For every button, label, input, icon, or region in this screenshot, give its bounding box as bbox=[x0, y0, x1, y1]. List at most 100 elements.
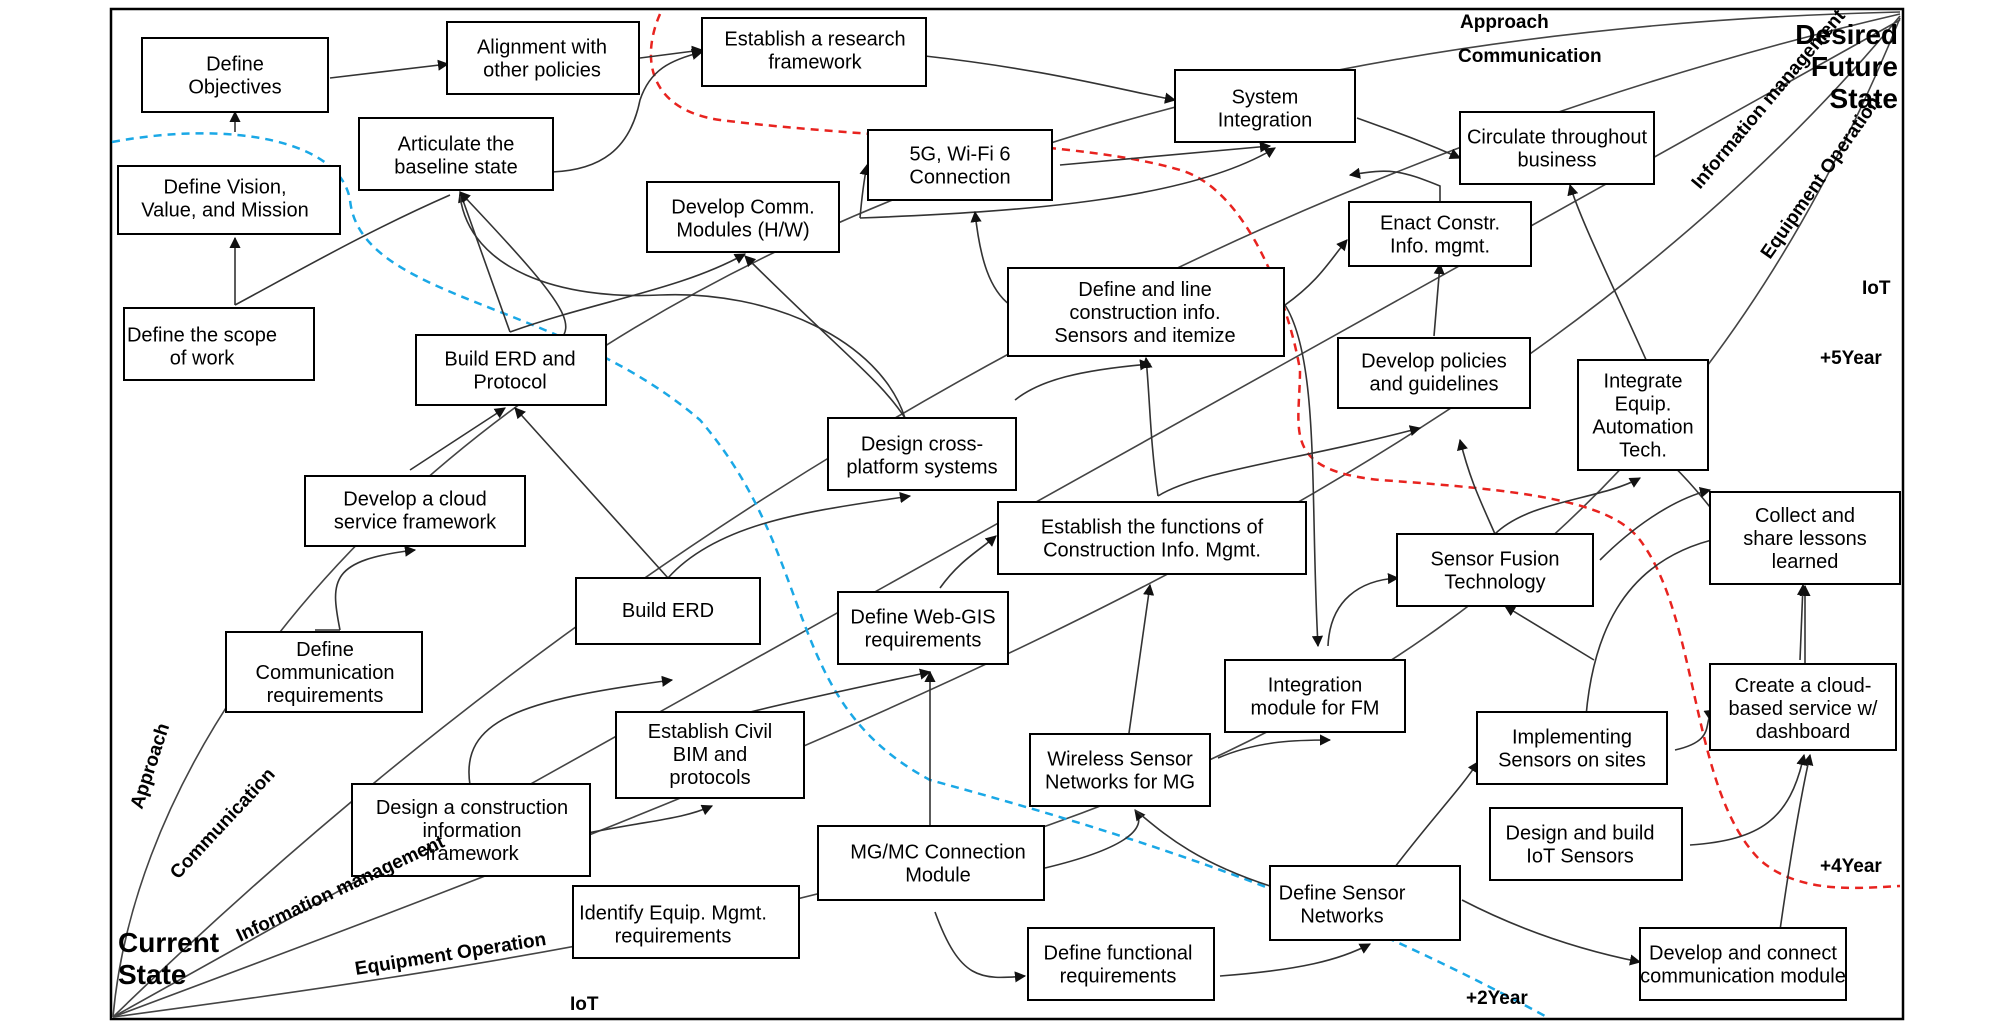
node-label-line: Connection bbox=[909, 167, 1010, 189]
node-label-line: Develop a cloud bbox=[343, 489, 486, 511]
node-comm-modules: Develop Comm.Modules (H/W) bbox=[646, 181, 840, 253]
node-label-line: learned bbox=[1772, 551, 1839, 573]
node-label-line: Identify Equip. Mgmt. bbox=[579, 903, 767, 925]
node-label-line: service framework bbox=[334, 512, 497, 534]
node-label-line: requirements bbox=[1060, 966, 1177, 988]
node-label-line: Integration bbox=[1268, 675, 1363, 697]
time-mark-2year: +2Year bbox=[1466, 988, 1528, 1009]
node-label-line: Protocol bbox=[473, 372, 546, 394]
time-mark-5year: +5Year bbox=[1820, 348, 1882, 369]
node-label-line: module for FM bbox=[1251, 698, 1380, 720]
node-label-line: Circulate throughout bbox=[1467, 127, 1648, 149]
track-bottom-approach: Approach bbox=[127, 721, 174, 812]
node-label-line: Technology bbox=[1444, 572, 1545, 594]
track-bottom-iot: IoT bbox=[570, 994, 599, 1015]
node-build-erd: Build ERD bbox=[575, 577, 761, 645]
node-identify-equip: Identify Equip. Mgmt.requirements bbox=[572, 885, 800, 959]
node-label-line: Collect and bbox=[1755, 505, 1855, 527]
node-label-line: construction info. bbox=[1069, 302, 1220, 324]
node-label-line: Integration bbox=[1218, 110, 1313, 132]
node-label-line: Define bbox=[296, 639, 354, 661]
time-mark-4year: +4Year bbox=[1820, 856, 1882, 877]
node-label-line: framework bbox=[768, 52, 862, 74]
node-label-line: Value, and Mission bbox=[141, 200, 309, 222]
node-label-line: share lessons bbox=[1743, 528, 1866, 550]
node-label-line: Wireless Sensor bbox=[1047, 749, 1193, 771]
track-bottom-equipment: Equipment Operation bbox=[353, 929, 547, 980]
node-label-line: Define Vision, bbox=[163, 177, 286, 199]
node-label-line: Design a construction bbox=[376, 797, 568, 819]
node-label-line: communication module bbox=[1640, 966, 1846, 988]
node-label-line: based service w/ bbox=[1729, 698, 1878, 720]
node-label: Build ERD bbox=[622, 600, 714, 622]
node-label-line: Integrate bbox=[1604, 371, 1683, 393]
state-label-line: Desired bbox=[1795, 19, 1898, 50]
node-label-line: of work bbox=[170, 348, 235, 370]
track-bottom-information: Information management bbox=[233, 831, 448, 946]
node-label: Enact Constr.Info. mgmt. bbox=[1380, 213, 1500, 258]
node-label-line: Sensors on sites bbox=[1498, 750, 1646, 772]
node-label-line: MG/MC Connection bbox=[850, 842, 1026, 864]
node-label-line: Establish Civil bbox=[648, 721, 772, 743]
node-label-line: Enact Constr. bbox=[1380, 213, 1500, 235]
node-label-line: Define the scope bbox=[127, 325, 277, 347]
node-label-line: Info. mgmt. bbox=[1390, 236, 1490, 258]
node-label-line: framework bbox=[425, 843, 519, 865]
node-label-line: BIM and bbox=[673, 744, 747, 766]
node-label-line: IoT Sensors bbox=[1526, 846, 1633, 868]
node-label-line: platform systems bbox=[846, 457, 997, 479]
state-label-line: Current bbox=[118, 927, 219, 958]
node-label-line: Define functional bbox=[1044, 943, 1193, 965]
node-label-line: Develop and connect bbox=[1649, 943, 1837, 965]
node-design-cross: Design cross-platform systems bbox=[827, 417, 1017, 491]
node-label-line: Develop policies bbox=[1361, 351, 1507, 373]
node-label-line: Create a cloud- bbox=[1735, 675, 1872, 697]
node-label: Identify Equip. Mgmt.requirements bbox=[579, 903, 767, 948]
node-label-line: requirements bbox=[615, 926, 732, 948]
state-label-line: Future bbox=[1811, 51, 1898, 82]
node-label-line: Alignment with bbox=[477, 37, 607, 59]
node-label-line: Build ERD and bbox=[444, 349, 575, 371]
node-label-line: Sensor Fusion bbox=[1431, 549, 1560, 571]
node-label-line: Automation bbox=[1592, 417, 1693, 439]
node-label-line: Establish the functions of bbox=[1041, 517, 1264, 539]
node-label-line: requirements bbox=[865, 630, 982, 652]
node-label-line: System bbox=[1232, 87, 1299, 109]
node-label-line: business bbox=[1518, 150, 1597, 172]
node-label-line: Modules (H/W) bbox=[676, 220, 809, 242]
node-label-line: Tech. bbox=[1619, 440, 1667, 462]
node-label-line: Design and build bbox=[1506, 823, 1655, 845]
node-label-line: protocols bbox=[669, 767, 750, 789]
node-label-line: dashboard bbox=[1756, 721, 1851, 743]
node-label-line: Develop Comm. bbox=[671, 197, 814, 219]
node-label-line: Build ERD bbox=[622, 600, 714, 622]
node-label-line: Objectives bbox=[188, 77, 281, 99]
